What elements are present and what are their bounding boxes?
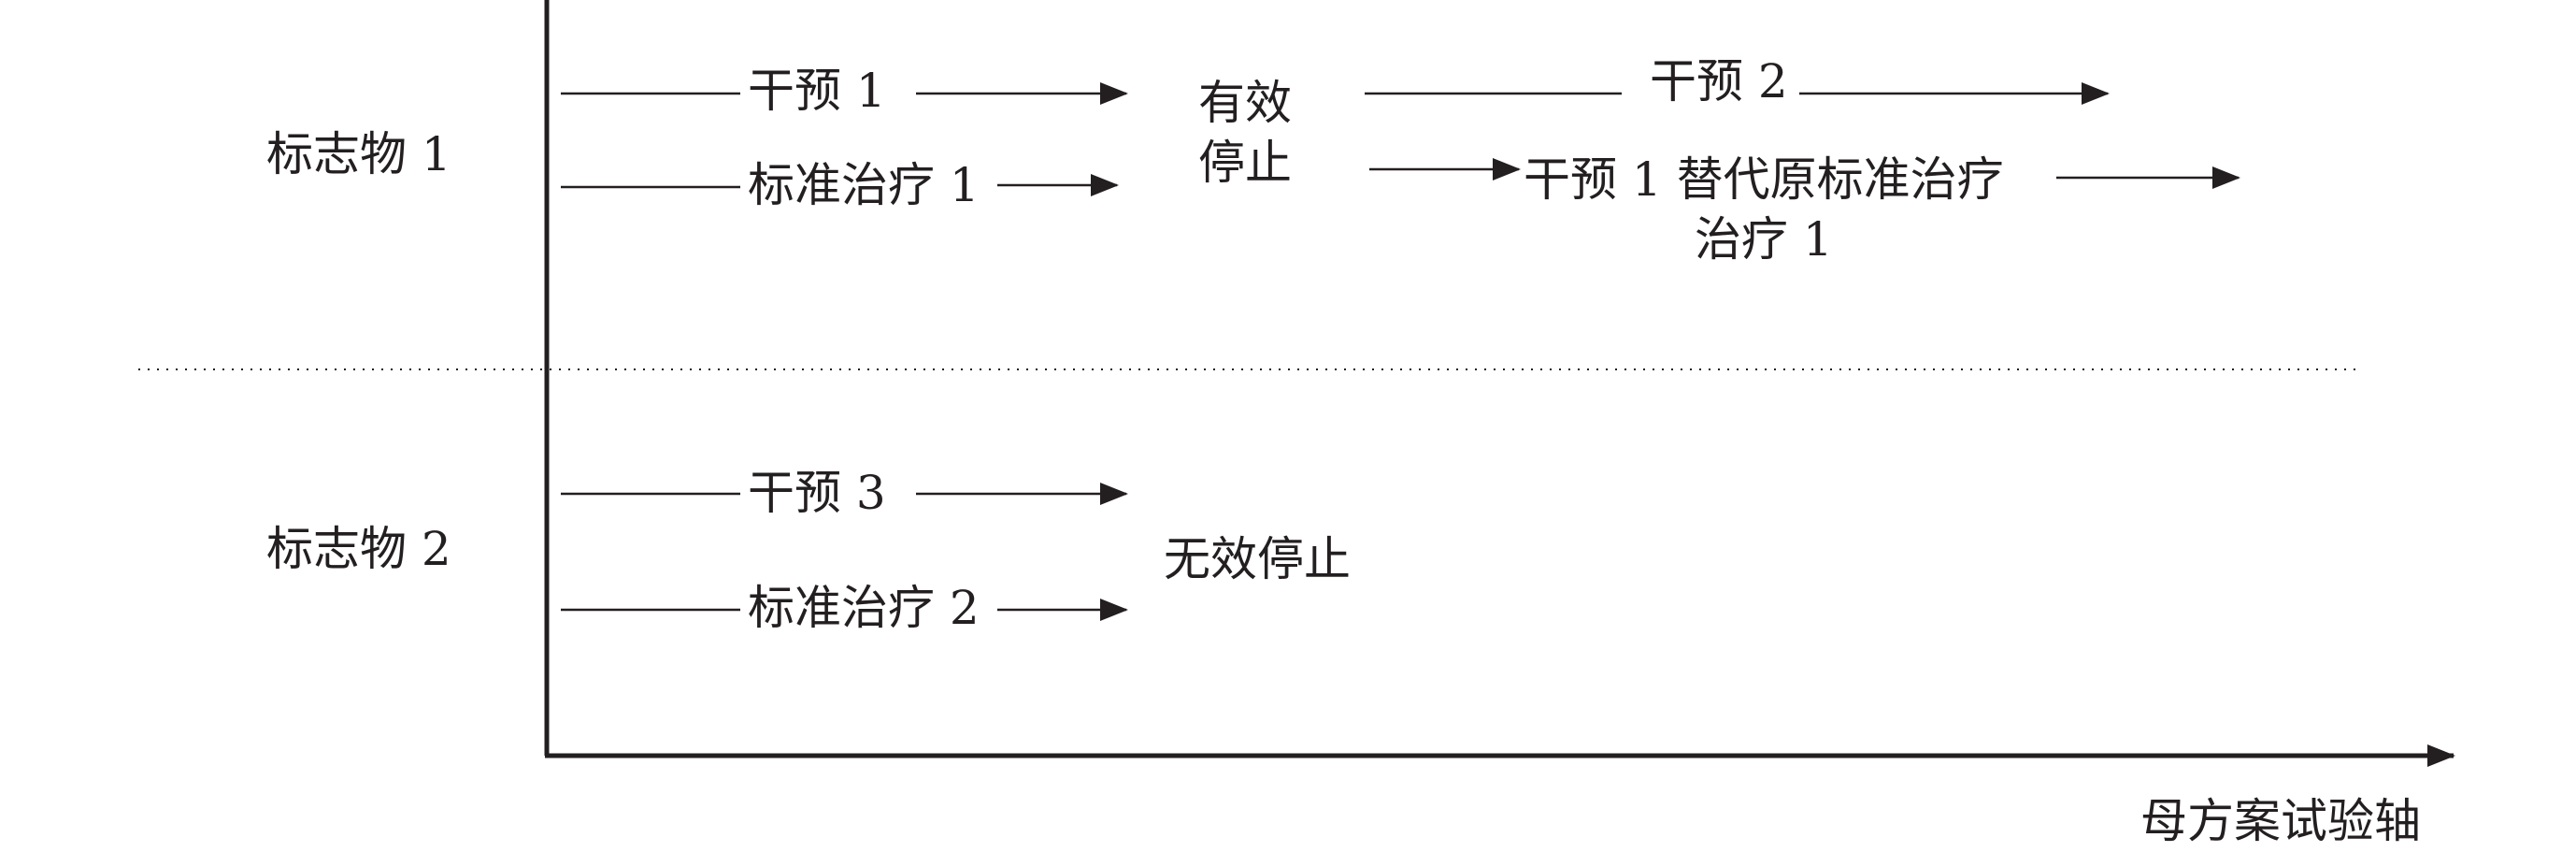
continuation-replacement-line2: 治疗 1	[1694, 212, 1833, 267]
outcome-efficacy-line1: 有效	[1198, 76, 1292, 130]
arm-standard-care-2-label: 标准治疗 2	[748, 581, 980, 635]
outcome-efficacy-line2: 停止	[1198, 136, 1292, 190]
continuation-replacement-label: 干预 1 替代原标准治疗 治疗 1	[1524, 150, 2004, 269]
axis-label: 母方案试验轴	[2140, 794, 2421, 848]
outcome-efficacy-stop: 有效 停止	[1198, 73, 1292, 193]
outcome-futility-stop: 无效停止	[1164, 532, 1351, 586]
arm-standard-care-1-label: 标准治疗 1	[748, 158, 980, 212]
arm-intervention-3-label: 干预 3	[748, 466, 886, 520]
group-2-label: 标志物 2	[266, 522, 451, 576]
continuation-replacement-line1: 干预 1 替代原标准治疗	[1524, 152, 2004, 207]
group-1-label: 标志物 1	[266, 127, 451, 181]
arm-intervention-1-label: 干预 1	[748, 64, 886, 118]
continuation-intervention-2-label: 干预 2	[1650, 54, 1788, 108]
